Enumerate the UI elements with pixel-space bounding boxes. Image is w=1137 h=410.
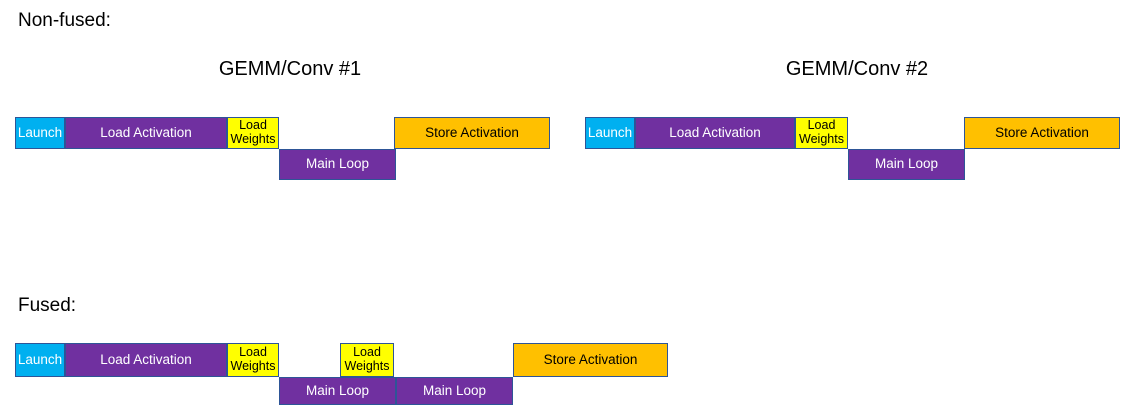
nonfused-1-store-activation-block: Store Activation — [394, 117, 550, 149]
nonfused-2-main-loop-block: Main Loop — [848, 149, 965, 180]
section-label-fused: Fused: — [18, 295, 77, 316]
fused-load-weights-1-block: Load Weights — [227, 343, 279, 377]
nonfused-1-load-weights-block: Load Weights — [227, 117, 279, 149]
nonfused-1-launch-block: Launch — [15, 117, 65, 149]
fused-main-loop-1-block: Main Loop — [279, 377, 396, 405]
heading-gemm-conv-1: GEMM/Conv #1 — [218, 58, 362, 80]
fused-load-weights-2-block: Load Weights — [340, 343, 394, 377]
fused-load-activation-block: Load Activation — [65, 343, 227, 377]
fused-launch-block: Launch — [15, 343, 65, 377]
fused-main-loop-2-block: Main Loop — [396, 377, 513, 405]
nonfused-1-load-activation-block: Load Activation — [65, 117, 227, 149]
section-label-non-fused: Non-fused: — [18, 10, 111, 31]
nonfused-2-store-activation-block: Store Activation — [964, 117, 1120, 149]
fused-store-activation-block: Store Activation — [513, 343, 668, 377]
nonfused-2-launch-block: Launch — [585, 117, 635, 149]
nonfused-2-load-weights-block: Load Weights — [795, 117, 848, 149]
nonfused-2-load-activation-block: Load Activation — [635, 117, 795, 149]
nonfused-1-main-loop-block: Main Loop — [279, 149, 396, 180]
heading-gemm-conv-2: GEMM/Conv #2 — [785, 58, 929, 80]
